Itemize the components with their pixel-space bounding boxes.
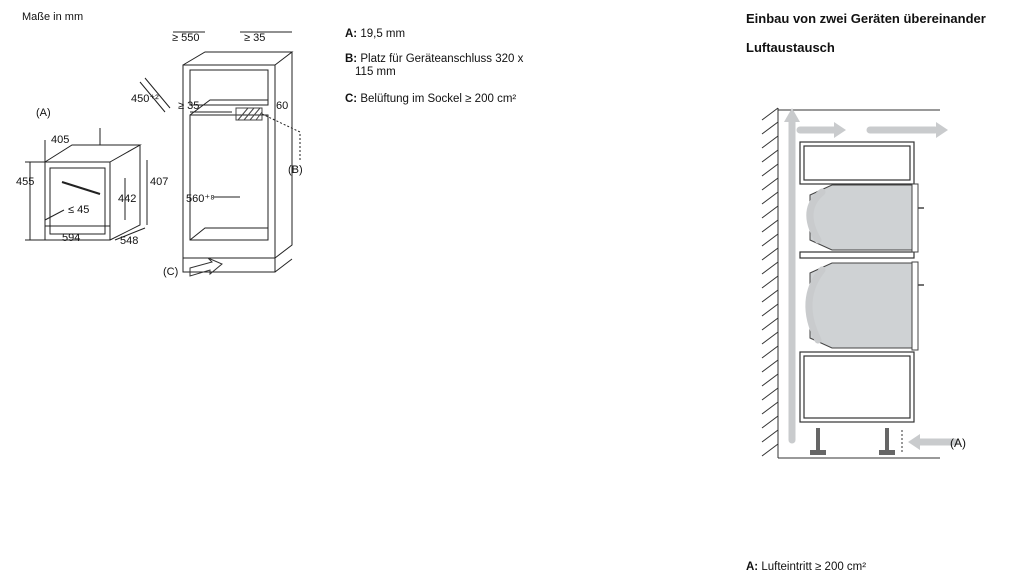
label-b-callout: (B) (288, 164, 303, 176)
installation-drawing: ≥ 550 ≥ 35 450⁺² ≥ 35 60 (B) (C) (A) 405… (16, 31, 303, 278)
label-a-inlet: (A) (950, 436, 966, 450)
dim-body-depth: 548 (120, 235, 138, 247)
footnote: A: Lufteintritt ≥ 200 cm² (746, 561, 867, 573)
label-a-callout: (A) (36, 107, 51, 119)
section-title: Einbau von zwei Geräten übereinander (746, 11, 986, 26)
legend-item-a: A: 19,5 mm (345, 28, 406, 40)
cabinet-side-outline (274, 52, 293, 259)
airflow-diagram: (A) (761, 107, 966, 459)
dim-rear-gap: ≥ 35 (178, 100, 199, 112)
dim-depth-min: ≥ 550 (172, 32, 199, 44)
oven-top-outline (44, 144, 142, 163)
legend-item-c: C: Belüftung im Sockel ≥ 200 cm² (345, 93, 517, 105)
label-c-callout: (C) (163, 266, 178, 278)
dim-niche-height: 450⁺² (131, 93, 159, 105)
dim-front-depth: ≤ 45 (68, 204, 89, 216)
legend-item-b: B: Platz für Geräteanschluss 320 x 115 m… (345, 53, 524, 78)
dim-inner-height: 442 (118, 193, 136, 205)
oven-front-outline (44, 161, 111, 241)
dim-oven-width: 594 (62, 232, 80, 244)
dim-top-gap: ≥ 35 (244, 32, 265, 44)
section-subtitle: Luftaustausch (746, 40, 835, 55)
dim-body-height: 407 (150, 176, 168, 188)
cabinet-front-outline (182, 64, 276, 259)
dimensions-caption: Maße in mm (22, 11, 84, 23)
dim-oven-depth: 405 (51, 134, 69, 146)
dim-niche-width: 560⁺⁸ (186, 193, 215, 205)
dim-connection-width: 60 (276, 100, 288, 112)
dim-oven-height: 455 (16, 176, 34, 188)
cabinet-top-outline (182, 51, 294, 66)
